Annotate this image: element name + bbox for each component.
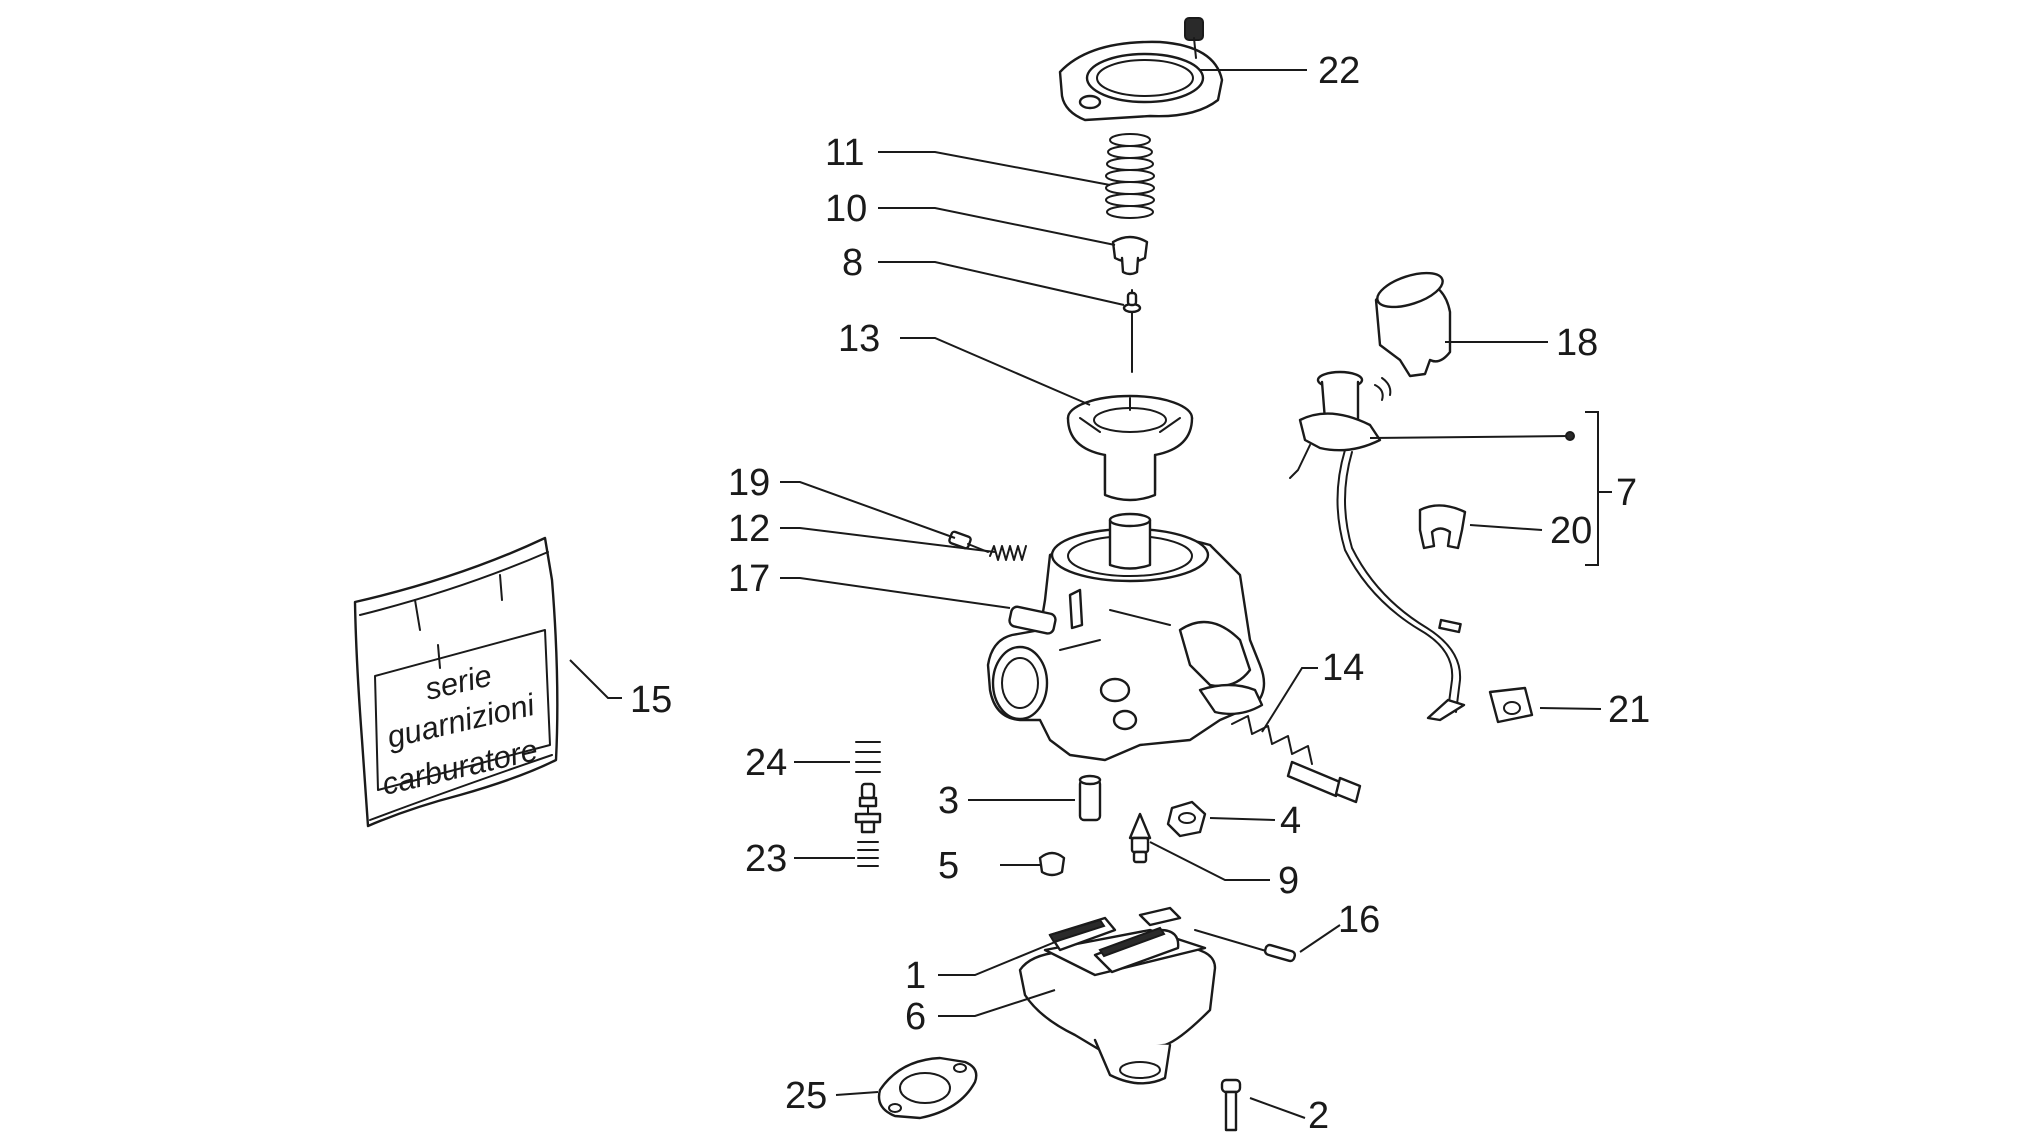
- callout-7: 7: [1616, 472, 1637, 514]
- part-plug-5: [1038, 851, 1066, 877]
- callout-11: 11: [825, 132, 864, 174]
- part-top-cover: [1058, 17, 1224, 122]
- callout-20: 20: [1550, 510, 1592, 552]
- part-clip: [1418, 504, 1467, 550]
- callout-17: 17: [728, 558, 770, 600]
- part-diaphragm-slide: [1066, 394, 1194, 502]
- callout-4: 4: [1280, 800, 1301, 842]
- callout-25: 25: [785, 1075, 827, 1117]
- part-screw-2: [1220, 1078, 1242, 1132]
- callout-21: 21: [1608, 689, 1650, 731]
- callout-6: 6: [905, 996, 926, 1038]
- callout-12: 12: [728, 508, 770, 550]
- part-gasket-25: [877, 1056, 978, 1120]
- callout-13: 13: [838, 318, 880, 360]
- callout-16: 16: [1338, 899, 1380, 941]
- callout-24: 24: [745, 742, 787, 784]
- callout-2: 2: [1308, 1095, 1329, 1132]
- part-pin-16: [1194, 929, 1297, 963]
- callout-14: 14: [1322, 647, 1364, 689]
- part-nut-4: [1166, 800, 1207, 838]
- part-starter-valve: [1289, 370, 1466, 722]
- callout-3: 3: [938, 780, 959, 822]
- part-carburetor-body: [986, 512, 1266, 762]
- callout-labels: 22 11 10 8 13 19 12 17 18 7 20 21 14 15 …: [630, 50, 1650, 1132]
- part-idle-screw: [1231, 715, 1362, 804]
- callout-15: 15: [630, 679, 672, 721]
- callout-9: 9: [1278, 860, 1299, 902]
- callout-10: 10: [825, 188, 867, 230]
- part-jet-tube: [1078, 774, 1102, 822]
- callout-5: 5: [938, 845, 959, 887]
- part-spring-12: [989, 545, 1027, 561]
- part-needle: [1122, 289, 1142, 373]
- callout-1: 1: [905, 955, 926, 997]
- part-gasket-bag: serie guarnizioni carburatore: [353, 536, 559, 828]
- callout-8: 8: [842, 242, 863, 284]
- part-spring-11: [1105, 133, 1155, 219]
- callout-19: 19: [728, 462, 770, 504]
- part-float-needle: [1128, 812, 1152, 864]
- callout-18: 18: [1556, 322, 1598, 364]
- part-screw-24-23: [854, 741, 882, 867]
- callout-22: 22: [1318, 50, 1360, 92]
- leader-lines: [569, 69, 1612, 1119]
- part-float-bowl: [1018, 906, 1217, 1085]
- part-needle-retainer: [1111, 235, 1149, 276]
- callout-23: 23: [745, 838, 787, 880]
- part-rubber-sleeve: [1374, 271, 1452, 378]
- part-cap-21: [1488, 686, 1534, 724]
